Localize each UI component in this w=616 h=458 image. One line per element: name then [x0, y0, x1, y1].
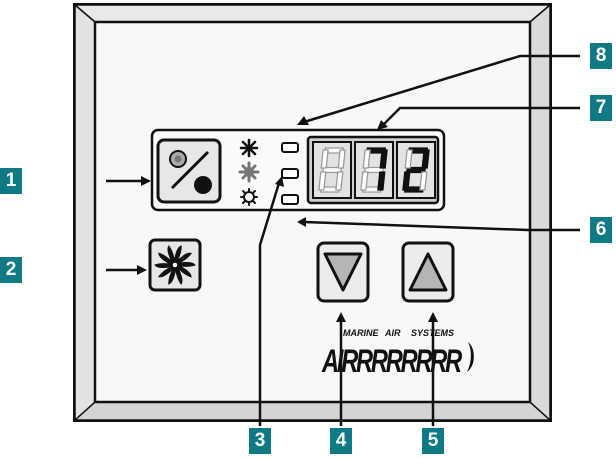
brand-word-2: AIR — [384, 328, 401, 338]
callout-1: 1 — [0, 168, 22, 194]
dehumidify-icon — [238, 161, 260, 183]
led-segment-3-f — [404, 149, 413, 169]
led-segment-2-b — [379, 149, 388, 169]
led-segment-1-e — [318, 171, 327, 191]
triangle-up-icon — [408, 252, 448, 292]
led-segment-1-g — [322, 166, 342, 174]
led-segment-1-f — [320, 149, 329, 169]
led-display — [306, 135, 440, 205]
brand-word-1: MARINE — [343, 328, 379, 338]
fan-blade — [173, 245, 182, 265]
fan-blade — [158, 265, 175, 278]
panel-bezel — [72, 3, 553, 422]
fan-blade — [168, 265, 177, 285]
callout-6: 6 — [590, 217, 612, 243]
led-segment-2-f — [362, 149, 371, 169]
fan-blade — [175, 252, 192, 265]
indicator-light-dehumidify — [281, 168, 299, 179]
fan-blade — [175, 264, 192, 278]
callout-8: 8 — [590, 43, 612, 69]
fan-blade — [158, 252, 175, 266]
leader-lines — [106, 54, 580, 426]
led-segment-2-g — [364, 166, 384, 174]
led-segment-2-c — [377, 171, 386, 191]
triangle-down-icon — [323, 252, 363, 292]
led-segment-3-b — [421, 149, 430, 169]
brand-logo-text: AIRRRRRRRR — [321, 343, 462, 379]
indicator-light-cool — [281, 142, 299, 153]
led-segment-2-e — [360, 171, 369, 191]
fan-blade — [175, 265, 183, 285]
brand-logo: MARINE AIR SYSTEMS AIRRRRRRRR — [321, 328, 474, 379]
led-segment-1-c — [335, 171, 344, 191]
power-button[interactable] — [156, 138, 222, 204]
fan-blade — [167, 245, 175, 265]
callout-3: 3 — [249, 428, 271, 454]
snowflake-icon — [239, 138, 259, 158]
fan-icon — [154, 245, 196, 285]
leader-arrowheads — [137, 116, 438, 322]
led-segment-3-e — [402, 171, 411, 191]
penguin-mark-icon — [467, 342, 474, 372]
callout-4: 4 — [330, 428, 352, 454]
callout-7: 7 — [590, 95, 612, 121]
fan-button[interactable] — [148, 238, 202, 292]
up-button[interactable] — [401, 241, 455, 303]
indicator-light-heat — [281, 194, 299, 205]
sun-icon — [240, 188, 258, 206]
callout-5: 5 — [422, 428, 444, 454]
callout-2: 2 — [0, 257, 22, 283]
led-segment-3-g — [406, 166, 426, 174]
led-segment-3-c — [419, 171, 428, 191]
led-segment-1-b — [337, 149, 346, 169]
down-button[interactable] — [316, 241, 370, 303]
